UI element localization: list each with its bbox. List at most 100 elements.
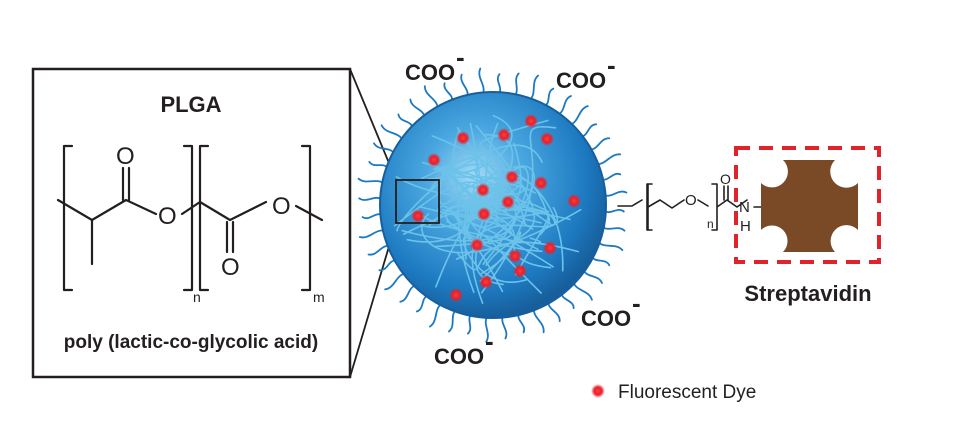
coo-label-top-left: COO - [405, 42, 465, 85]
linker-bracket-left [646, 183, 653, 231]
linker-carbonyl [723, 185, 729, 201]
polymer-fiber [395, 135, 502, 197]
glycolide-tail [294, 204, 324, 222]
plga-structure-panel: PLGA O O O O n m poly (lactic-co-glycoli… [31, 67, 352, 379]
bracket-left-2 [198, 144, 210, 292]
corona-chain [572, 280, 593, 301]
linker-chain-2 [697, 183, 748, 231]
corona-chain [358, 229, 386, 239]
corona-chain [429, 302, 443, 328]
corona-chain [533, 307, 545, 334]
plga-chemical-structure [56, 144, 324, 292]
legend-dye-label: Fluorescent Dye [618, 382, 756, 403]
bracket-right-1 [182, 144, 194, 292]
lactide-o-link [180, 200, 202, 216]
corona-chain [409, 98, 426, 119]
linker-subscript-n: n [707, 217, 714, 231]
linker-carbonyl-oxygen: O [720, 171, 731, 187]
fluorescent-dye-dot [427, 153, 441, 167]
corona-chain [357, 177, 385, 185]
corona-chain [588, 137, 611, 151]
svg-text:COO: COO [434, 344, 484, 369]
corona-chain [423, 85, 439, 110]
corona-chain [513, 72, 520, 97]
polymer-fiber [435, 177, 551, 288]
fluorescent-dye-dot [567, 194, 581, 208]
fluorescent-dye-dot [479, 275, 493, 289]
glycolide-skeleton [198, 200, 268, 222]
fluorescent-dyes [411, 114, 581, 302]
fluorescent-dye-dot [411, 209, 425, 223]
subscript-n: n [193, 289, 201, 305]
fluorescent-dye-dot [456, 131, 470, 145]
streptavidin: Streptavidin [734, 146, 881, 306]
charge-sign: - [456, 42, 465, 72]
corona-chain [556, 95, 572, 116]
polymer-fiber [402, 206, 498, 235]
fluorescent-dye-dot [543, 241, 557, 255]
corona-chain [582, 268, 603, 284]
svg-text:COO: COO [405, 60, 455, 85]
bracket-right-2 [300, 144, 312, 292]
nanoparticle [357, 67, 628, 343]
lactide-ester-oxygen: O [158, 203, 177, 230]
polymer-fiber [456, 127, 522, 212]
corona-chain [595, 153, 622, 165]
corona-chain [460, 73, 469, 98]
corona-chain [603, 208, 625, 214]
corona-chain [380, 124, 404, 142]
linker-chain [617, 183, 685, 231]
polymer-fiber [450, 114, 513, 174]
linker-oxygen: O [685, 192, 697, 209]
fluorescent-dye-dot [540, 132, 554, 146]
corona-chain [496, 73, 502, 95]
corona-chain [397, 113, 414, 130]
corona-chain [358, 196, 383, 201]
polymer-fiber [420, 157, 539, 251]
lactide-carbonyl [121, 166, 131, 202]
coo-label-top-right: COO - [556, 50, 616, 93]
streptavidin-label: Streptavidin [744, 281, 871, 306]
fluorescent-dye-dot [534, 176, 548, 190]
corona-chain [415, 294, 430, 313]
corona-chain [547, 300, 561, 323]
lactide-carbonyl-oxygen: O [116, 143, 135, 170]
corona-chain [368, 161, 390, 170]
linker-nitrogen: N [739, 199, 750, 216]
plga-caption: poly (lactic-co-glycolic acid) [64, 332, 318, 353]
fluorescent-dye-dot [449, 288, 463, 302]
corona-chain [448, 308, 458, 333]
corona-chain [528, 74, 539, 102]
svg-text:COO: COO [581, 306, 631, 331]
corona-chain [501, 314, 508, 340]
plga-title: PLGA [160, 92, 221, 117]
fluorescent-dye-dot [508, 249, 522, 263]
corona-chain [601, 225, 626, 232]
fluorescent-dye-dot [476, 183, 490, 197]
glycolide-carbonyl [225, 220, 235, 254]
fluorescent-dye-dot [501, 195, 515, 209]
polymer-fiber [462, 236, 527, 293]
zoom-region-box [395, 179, 440, 224]
polymer-fiber [457, 182, 550, 236]
coo-label-bottom-right: COO - [581, 288, 641, 331]
fluorescent-dye-dot [524, 114, 538, 128]
corona-chain [596, 240, 624, 251]
corona-chain [478, 67, 485, 96]
charge-sign: - [632, 288, 641, 318]
streptavidin-dashed-box [734, 146, 881, 264]
corona-chain [602, 190, 628, 197]
fluorescent-dye-dot [477, 207, 491, 221]
fluorescent-dye-dot [505, 170, 519, 184]
streptavidin-shape [761, 160, 858, 252]
bracket-left-1 [62, 144, 74, 292]
glycolide-carbonyl-oxygen: O [221, 254, 240, 281]
fluorescent-dye-dot [470, 238, 484, 252]
legend-dye-marker [591, 384, 605, 398]
fluorescent-dye-dot [513, 264, 527, 278]
polymer-fiber [479, 231, 552, 282]
lactide-skeleton [56, 198, 158, 266]
peg-linker: O O N H n [617, 171, 769, 235]
coo-label-bottom-left: COO - [434, 326, 494, 369]
